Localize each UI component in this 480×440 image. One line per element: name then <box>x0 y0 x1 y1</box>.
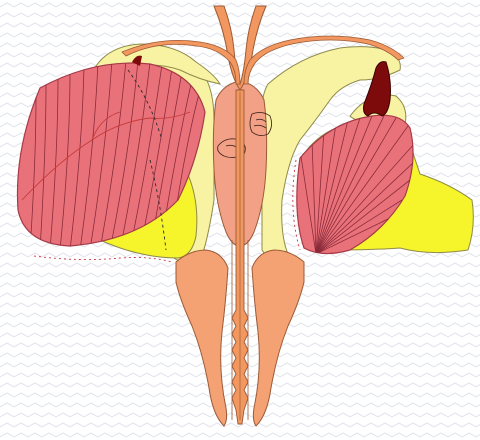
anatomy-diagram <box>0 0 480 440</box>
diagram-canvas <box>0 0 480 440</box>
